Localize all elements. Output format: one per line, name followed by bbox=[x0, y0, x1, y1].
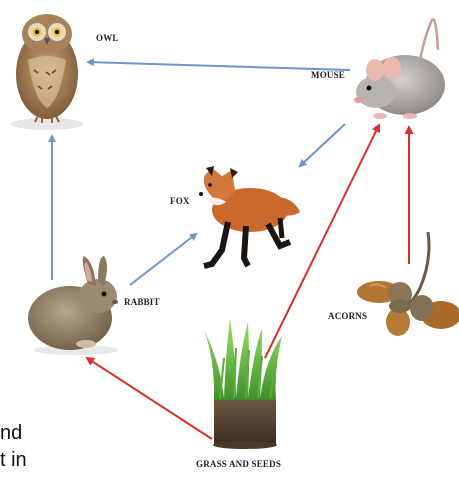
arrow-mouse-to-owl bbox=[88, 62, 350, 70]
arrow-grass-to-rabbit bbox=[87, 358, 212, 439]
cut-text-line-2: t in bbox=[0, 448, 27, 472]
owl-label: OWL bbox=[96, 33, 119, 43]
arrow-mouse-to-fox bbox=[300, 124, 345, 166]
owl-image bbox=[11, 14, 83, 130]
mouse-label: MOUSE bbox=[311, 70, 345, 80]
rabbit-image bbox=[28, 256, 118, 355]
grass-label: GRASS AND SEEDS bbox=[196, 459, 281, 469]
fox-label: FOX bbox=[170, 196, 190, 206]
arrow-rabbit-to-fox bbox=[130, 234, 196, 285]
cut-text-line-1: nd bbox=[0, 421, 22, 445]
grass-image bbox=[204, 318, 282, 449]
mouse-image bbox=[354, 19, 445, 119]
arrow-grass-to-mouse bbox=[265, 125, 379, 358]
acorns-label: ACORNS bbox=[328, 311, 367, 321]
rabbit-label: RABBIT bbox=[124, 297, 160, 307]
fox-image bbox=[199, 166, 300, 266]
